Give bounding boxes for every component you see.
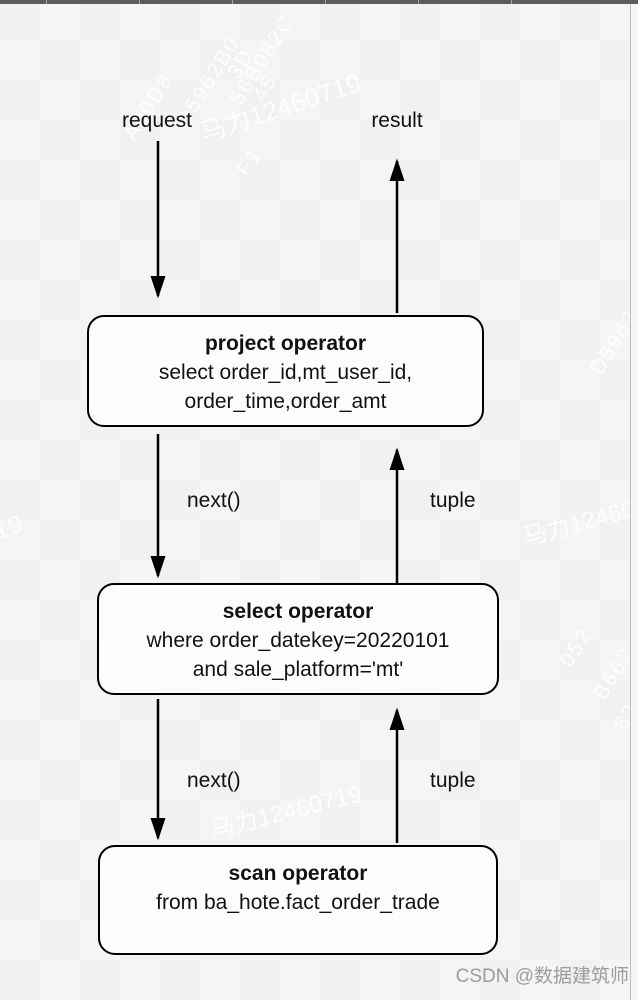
csdn-credit-watermark: CSDN @数据建筑师: [455, 966, 629, 987]
tuple-return-label-1: tuple: [430, 489, 476, 512]
node-select-operator: select operator where order_datekey=2022…: [97, 583, 499, 695]
result-label: result: [371, 109, 423, 132]
next-call-label-2: next(): [187, 769, 241, 792]
node-detail-line: order_time,order_amt: [184, 390, 387, 413]
request-label: request: [121, 109, 193, 132]
right-edge-strip: [631, 0, 638, 1000]
node-project-operator: project operator select order_id,mt_user…: [87, 315, 484, 427]
node-detail-line: and sale_platform='mt': [192, 658, 404, 681]
tuple-return-label-2: tuple: [430, 769, 476, 792]
next-call-label-1: next(): [187, 489, 241, 512]
node-detail-line: where order_datekey=20220101: [146, 629, 450, 652]
node-detail-line: select order_id,mt_user_id,: [158, 361, 413, 384]
right-edge-border: [630, 0, 631, 1000]
node-scan-operator: scan operator from ba_hote.fact_order_tr…: [98, 845, 498, 955]
node-title: scan operator: [228, 862, 368, 885]
node-title: project operator: [204, 332, 367, 355]
node-detail-line: from ba_hote.fact_order_trade: [156, 891, 440, 914]
node-title: select operator: [222, 600, 374, 623]
top-ruler-bar: [0, 0, 638, 4]
